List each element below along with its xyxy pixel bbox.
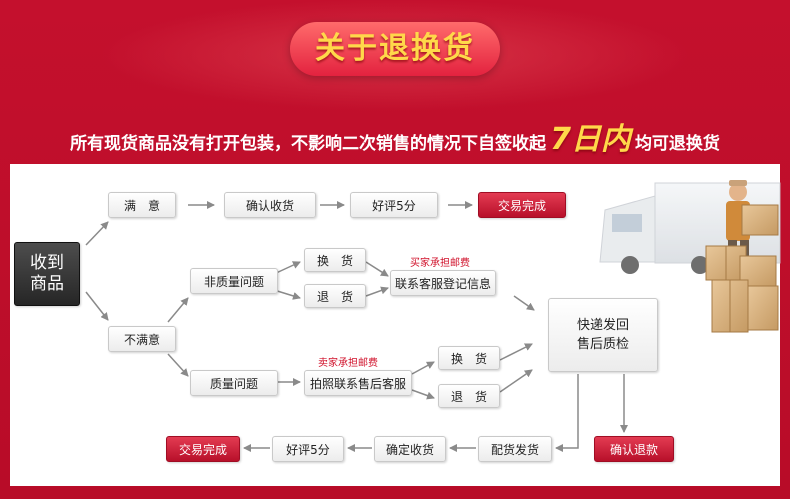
deal-done-box-bottom: 交易完成 xyxy=(166,436,240,462)
subtitle-highlight: 7日内 xyxy=(550,122,631,157)
deal-done-box-top: 交易完成 xyxy=(478,192,566,218)
non-quality-issue-box: 非质量问题 xyxy=(190,268,278,294)
seller-pays-shipping-note: 卖家承担邮费 xyxy=(318,358,378,369)
title-pill xyxy=(290,22,500,76)
unsatisfied-box: 不满意 xyxy=(108,326,176,352)
page-title: 关于退换货 xyxy=(315,31,475,66)
photo-contact-service-box: 拍照联系售后客服 xyxy=(304,370,412,396)
arrow-photo-to-return xyxy=(411,389,435,400)
good-review-box-top: 好评5分 xyxy=(350,192,438,218)
arrow-start-to-satisfied xyxy=(85,221,109,246)
ship-goods-box: 配货发货 xyxy=(478,436,552,462)
buyer-pays-shipping-note: 买家承担邮费 xyxy=(410,258,470,269)
exchange-box-2: 换 货 xyxy=(438,346,500,370)
return-box-1: 退 货 xyxy=(304,284,366,308)
return-box-2: 退 货 xyxy=(438,384,500,408)
arrow-nonquality-to-exchange xyxy=(273,261,301,275)
arrow-unsatisfied-to-quality xyxy=(167,353,189,377)
quality-issue-box: 质量问题 xyxy=(190,370,278,396)
arrow-courier-to-ship xyxy=(555,374,579,452)
exchange-box-1: 换 货 xyxy=(304,248,366,272)
arrow-return-to-register xyxy=(365,286,389,297)
subtitle-text-after: 均可退换货 xyxy=(634,134,720,154)
confirm-refund-box: 确认退款 xyxy=(594,436,674,462)
arrow-unsatisfied-to-nonquality xyxy=(167,297,189,323)
satisfied-box: 满 意 xyxy=(108,192,176,218)
package-boxes-icon xyxy=(705,204,779,333)
arrow-exchange-to-courier xyxy=(499,343,533,361)
confirm-receipt-box-bottom: 确定收货 xyxy=(374,436,446,462)
confirm-receipt-box: 确认收货 xyxy=(224,192,316,218)
contact-service-register-box: 联系客服登记信息 xyxy=(390,270,496,296)
arrow-return-to-courier xyxy=(499,369,533,393)
arrow-nonquality-to-return xyxy=(273,289,301,300)
subtitle-text-before: 所有现货商品没有打开包装，不影响二次销售的情况下自签收起 xyxy=(70,134,547,154)
courier-return-inspect-box: 快递发回 售后质检 xyxy=(548,298,658,372)
arrow-register-to-courier xyxy=(513,295,535,311)
received-goods-box: 收到 商品 xyxy=(14,242,80,306)
arrow-start-to-unsatisfied xyxy=(85,291,109,321)
policy-subtitle: 所有现货商品没有打开包装，不影响二次销售的情况下自签收起 7日内 均可退换货 xyxy=(0,114,790,157)
arrow-photo-to-exchange xyxy=(411,361,435,375)
arrow-exchange-to-register xyxy=(365,261,389,277)
good-review-box-bottom: 好评5分 xyxy=(272,436,344,462)
